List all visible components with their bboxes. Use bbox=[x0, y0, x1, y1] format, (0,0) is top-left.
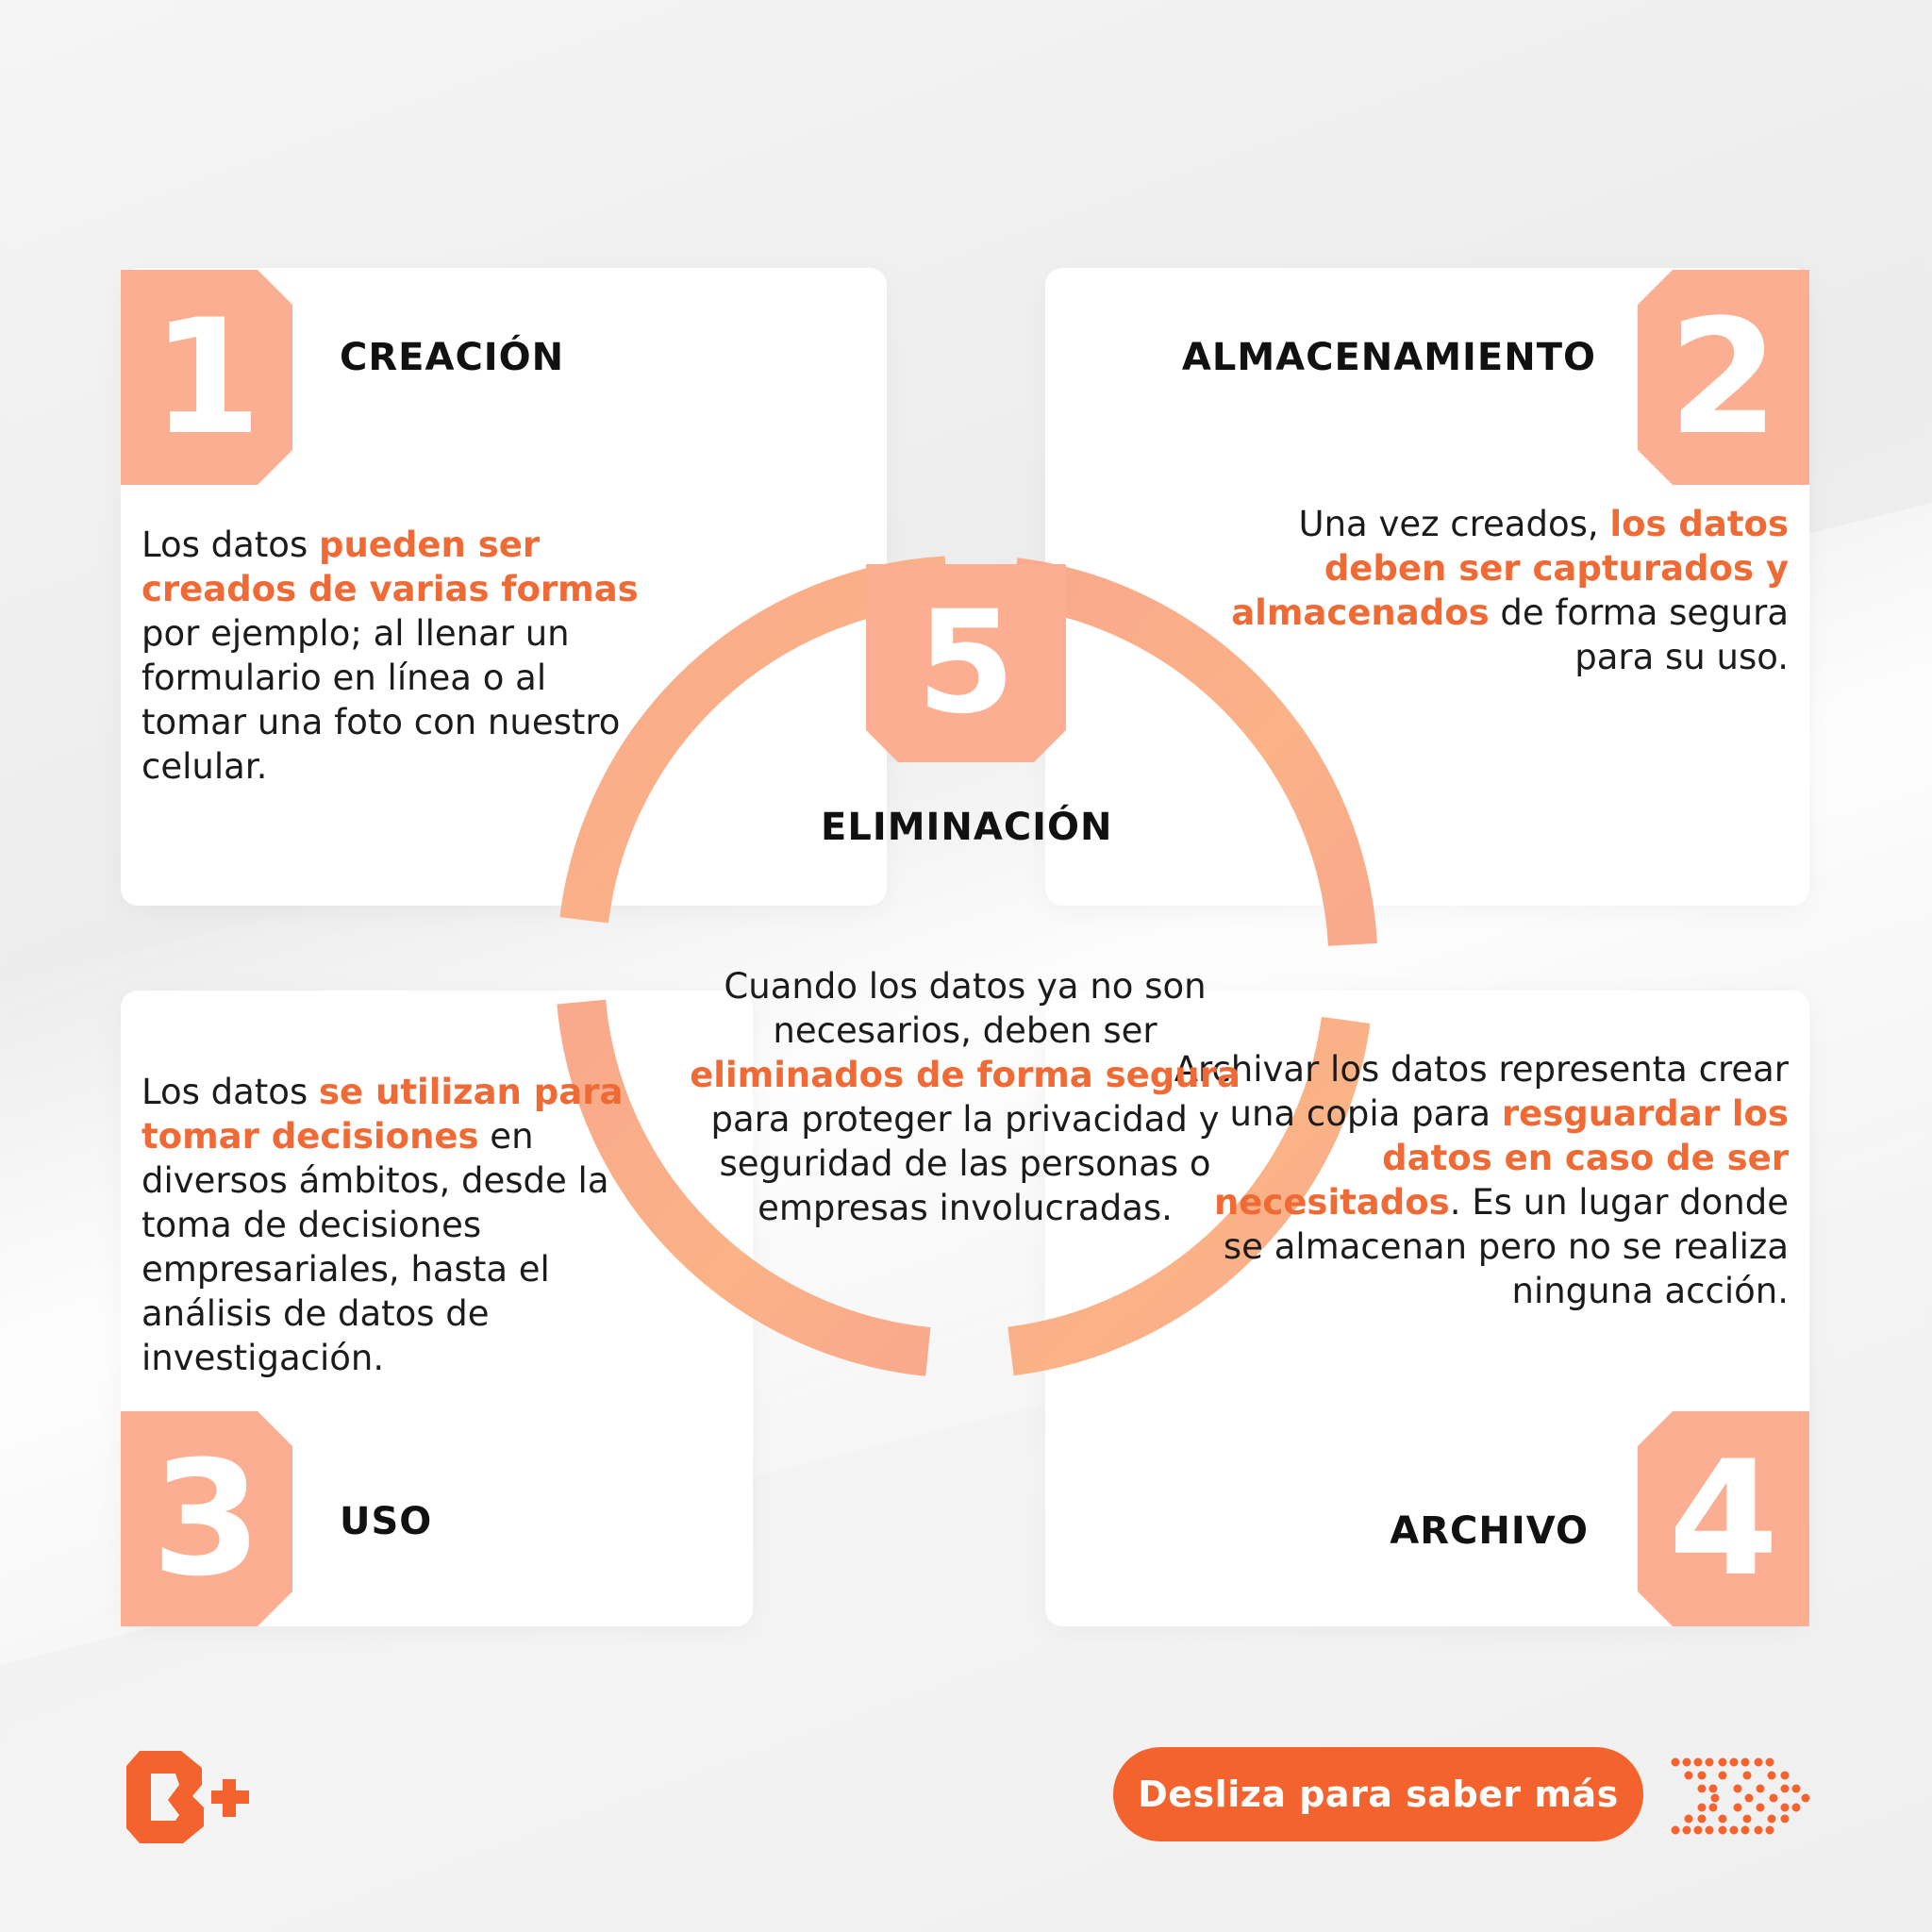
ring-segment-right bbox=[1008, 1016, 1371, 1376]
description-text: para proteger la privacidad y seguridad … bbox=[710, 1099, 1220, 1228]
logo-b-shape bbox=[126, 1751, 204, 1843]
description-text: Una vez creados, bbox=[1298, 504, 1610, 544]
badge-shape bbox=[121, 270, 292, 485]
badge-shape bbox=[866, 564, 1066, 762]
swipe-cta-button[interactable]: Desliza para saber más bbox=[1113, 1747, 1643, 1841]
step-1-number: 1 bbox=[151, 285, 262, 470]
brand-logo: B+ bbox=[126, 1751, 249, 1843]
step-1-badge: 1 bbox=[121, 270, 292, 485]
description-text: Los datos bbox=[142, 525, 319, 565]
step-2-badge: 2 bbox=[1638, 270, 1809, 485]
badge-shape bbox=[121, 1411, 292, 1626]
step-3-number: 3 bbox=[151, 1426, 262, 1611]
step-5-badge: 5 bbox=[866, 564, 1066, 762]
step-5-title: ELIMINACIÓN bbox=[821, 806, 1113, 849]
description-highlight: eliminados de forma segura bbox=[690, 1055, 1241, 1095]
ring-segment-top-right bbox=[1011, 558, 1377, 946]
description-text: Los datos bbox=[142, 1072, 319, 1112]
step-2-title: ALMACENAMIENTO bbox=[1181, 336, 1596, 379]
logo-plus-shape bbox=[211, 1779, 249, 1817]
step-4-title: ARCHIVO bbox=[1390, 1509, 1589, 1553]
description-text: en diversos ámbitos, desde la toma de de… bbox=[142, 1116, 609, 1378]
badge-shape bbox=[1638, 270, 1809, 485]
description-text: Cuando los datos ya no son necesarios, d… bbox=[724, 966, 1207, 1051]
step-4-description: Archivar los datos representa crear una … bbox=[1166, 1047, 1789, 1313]
badge-shape bbox=[1638, 1411, 1809, 1626]
step-5-description: Cuando los datos ya no son necesarios, d… bbox=[689, 964, 1241, 1230]
step-3-description: Los datos se utilizan para tomar decisio… bbox=[142, 1070, 632, 1380]
description-highlight: resguardar los datos en caso de ser nece… bbox=[1213, 1093, 1789, 1223]
step-1-title: CREACIÓN bbox=[340, 336, 565, 379]
description-text: por ejemplo; al llenar un formulario en … bbox=[142, 613, 621, 787]
ring-segment-bottom-left bbox=[557, 999, 931, 1376]
step-3-badge: 3 bbox=[121, 1411, 292, 1626]
cycle-ring bbox=[557, 556, 1377, 1376]
step-2-number: 2 bbox=[1668, 285, 1779, 470]
description-highlight: se utilizan para tomar decisiones bbox=[142, 1072, 624, 1157]
description-text: . Es un lugar donde se almacenan pero no… bbox=[1223, 1182, 1789, 1311]
step-4-badge: 4 bbox=[1638, 1411, 1809, 1626]
step-2-description: Una vez creados, los datos deben ser cap… bbox=[1185, 502, 1789, 679]
dotted-arrows-icon[interactable] bbox=[1670, 1757, 1811, 1836]
step-4-number: 4 bbox=[1668, 1426, 1779, 1611]
description-text: Archivar los datos representa crear una … bbox=[1174, 1049, 1789, 1134]
step-1-description: Los datos pueden ser creados de varias f… bbox=[142, 523, 651, 789]
step-5-number: 5 bbox=[916, 581, 1016, 745]
description-highlight: los datos deben ser capturados y almacen… bbox=[1231, 504, 1789, 633]
description-highlight: pueden ser creados de varias formas bbox=[142, 525, 639, 609]
description-text: de forma segura para su uso. bbox=[1489, 592, 1789, 677]
step-3-title: USO bbox=[340, 1500, 433, 1543]
